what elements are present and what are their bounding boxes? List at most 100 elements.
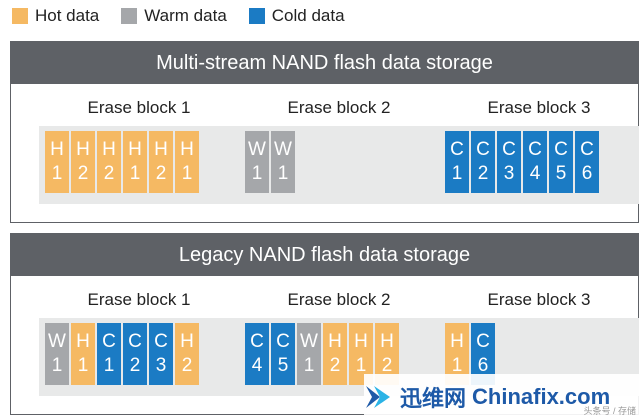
legend-label-warm: Warm data [144,6,227,25]
cell-number: 5 [555,163,567,184]
cell-letter: W [274,139,292,160]
legend-label-cold: Cold data [271,6,345,25]
cell-letter: H [180,331,194,352]
cell-letter: H [380,331,394,352]
cell-number: 5 [277,355,289,376]
cell-number: 6 [581,163,593,184]
erase-block-label: Erase block 2 [287,290,391,309]
legacy-section: Legacy NAND flash data storage Erase blo… [10,233,639,415]
legend-item-warm: Warm data [121,6,227,26]
cell-letter: H [50,139,64,160]
erase-block-label: Erase block 3 [487,98,591,117]
cell-letter: H [154,139,168,160]
watermark-cn-text: 迅维网 [400,386,467,412]
cell-number: 1 [103,355,115,376]
cell-number: 1 [451,355,463,376]
cell-letter: C [502,139,516,160]
cell-letter: H [76,139,90,160]
cell-letter: H [328,331,342,352]
cell-number: 2 [477,163,489,184]
warm-swatch [121,8,138,24]
cell-number: 2 [329,355,341,376]
cell-number: 1 [355,355,367,376]
watermark: 迅维网 Chinafix.com 头条号 / 存储 [364,374,640,419]
legend-label-hot: Hot data [35,6,100,25]
cell-number: 2 [155,163,167,184]
cell-number: 1 [129,163,141,184]
cell-number: 1 [181,163,193,184]
cell-letter: W [300,331,318,352]
cell-number: 1 [51,163,63,184]
cell-number: 3 [503,163,515,184]
cell-letter: H [76,331,90,352]
cell-letter: W [248,139,266,160]
cell-letter: W [48,331,66,352]
cell-letter: H [180,139,194,160]
cell-number: 3 [155,355,167,376]
cell-letter: C [450,139,464,160]
hot-swatch [12,8,28,24]
cell-letter: C [476,139,490,160]
cell-letter: H [450,331,464,352]
cell-number: 6 [477,355,489,376]
cell-number: 1 [277,163,289,184]
legend-item-hot: Hot data [12,6,99,26]
cell-letter: C [528,139,542,160]
cell-letter: C [128,331,142,352]
cell-letter: C [476,331,490,352]
cell-letter: H [354,331,368,352]
watermark-small-text: 头条号 / 存储 [583,406,636,416]
legend: Hot data Warm data Cold data [12,6,345,26]
cell-letter: C [554,139,568,160]
watermark-en-text: Chinafix.com [472,383,611,409]
cell-letter: C [580,139,594,160]
cell-number: 1 [303,355,315,376]
cell-number: 4 [251,355,263,376]
cell-number: 1 [51,355,63,376]
erase-block-label: Erase block 2 [287,98,391,117]
cell-number: 2 [103,163,115,184]
cell-number: 2 [77,163,89,184]
chinafix-logo-icon [364,382,394,412]
cell-number: 4 [529,163,541,184]
cell-number: 1 [451,163,463,184]
cell-number: 2 [129,355,141,376]
section-title: Legacy NAND flash data storage [11,234,638,276]
erase-block-label: Erase block 1 [87,290,191,309]
legend-item-cold: Cold data [248,6,345,26]
cell-number: 2 [381,355,393,376]
cold-swatch [248,8,265,24]
erase-block-label: Erase block 3 [487,290,591,309]
cell-letter: H [102,139,116,160]
cell-letter: C [250,331,264,352]
cell-number: 1 [251,163,263,184]
